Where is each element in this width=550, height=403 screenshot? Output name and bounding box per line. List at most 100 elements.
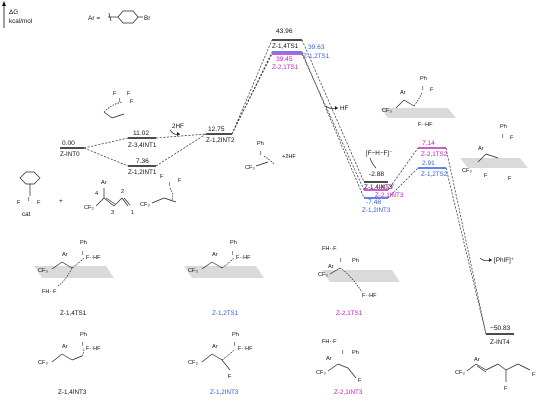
released-2hf: 2HF [169, 123, 184, 136]
ar-definition-label: Ar = [88, 15, 100, 22]
level-name: Z-1,4INT3 [364, 184, 393, 191]
svg-text:Ph: Ph [230, 240, 237, 246]
structure-z-1-4int3: Ph I F··HF Ar CF₃ Z-1,4INT3 [38, 332, 101, 396]
svg-text:Ph: Ph [500, 124, 507, 130]
level-value: -2.88 [369, 171, 384, 178]
int2-structure: Ph I +2HF CF₃ [245, 141, 296, 171]
svg-text:Ph: Ph [232, 332, 239, 338]
released-phif: [PhIF]⁺ [479, 257, 514, 264]
svg-text:F: F [430, 87, 434, 93]
level-value: 2.91 [422, 160, 435, 167]
level-name: Z-1,2TS1 [303, 53, 330, 60]
svg-text:FH··F: FH··F [42, 289, 57, 295]
level-z-3-4int1: 11.02 Z-3,4INT1 [128, 130, 157, 149]
level-name: Z-1,2INT3 [362, 207, 391, 214]
level-z-2-1ts2: 7.14 Z-2,1TS2 [418, 140, 448, 158]
level-z-1-2int3: -7.48 Z-1,2INT3 [362, 197, 391, 214]
level-value: 0.00 [62, 140, 75, 147]
ts1-product-sketch: Ph I F Ar CF₃ F··HF [380, 76, 456, 128]
svg-text:CF₃: CF₃ [382, 108, 392, 114]
svg-text:Ph: Ph [352, 258, 359, 264]
level-name: Z-2,1TS2 [421, 151, 448, 158]
level-name: Z-2,1TS1 [272, 64, 299, 71]
plus-sign: + [59, 198, 63, 205]
svg-text:CF₃: CF₃ [462, 168, 472, 174]
svg-text:Ar: Ar [62, 344, 68, 350]
svg-text:3: 3 [111, 210, 114, 216]
svg-text:I: I [340, 258, 342, 264]
svg-text:Ar: Ar [212, 344, 218, 350]
svg-text:CF₃: CF₃ [38, 360, 48, 366]
level-value: −50.83 [490, 325, 511, 332]
svg-text:CF₃: CF₃ [245, 165, 255, 171]
svg-text:I: I [28, 197, 30, 203]
int1-structure: F I F F [103, 91, 134, 119]
level-value: 11.02 [133, 130, 149, 137]
level-value: 43.96 [276, 28, 293, 35]
svg-text:2: 2 [121, 189, 124, 195]
level-z-1-2ts1: 39.63 Z-1,2TS1 [272, 44, 330, 60]
level-z-1-2int1: 7.36 Z-1,2INT1 [128, 158, 157, 176]
level-value: -4.77 [379, 184, 394, 191]
svg-text:[F−H−F]⁻: [F−H−F]⁻ [366, 150, 392, 157]
caption-z-1-2int3: Z-1,2INT3 [210, 389, 239, 396]
level-name: Z-2,1INT3 [375, 192, 404, 199]
level-z-1-4ts1: 43.96 Z-1,4TS1 [272, 28, 302, 50]
diene-substrate: CF₃ Ar 4 3 2 1 [84, 180, 134, 216]
svg-text:F: F [228, 374, 232, 380]
level-value: 39.63 [308, 44, 325, 51]
level-z-2-1int3: -4.77 Z-2,1INT3 [364, 184, 404, 199]
svg-text:F: F [113, 91, 117, 97]
svg-text:F: F [358, 378, 362, 384]
level-value: 12.75 [208, 126, 225, 133]
svg-text:I: I [232, 251, 234, 257]
level-name: Z-INT4 [490, 339, 510, 346]
svg-text:F: F [127, 91, 131, 97]
svg-text:I: I [260, 151, 262, 157]
structure-z-2-1int3: FH··F Ph I Ar CF₃ F Z-2,1INT3 [316, 339, 363, 396]
caption-z-1-4int3: Z-1,4INT3 [58, 389, 87, 396]
svg-text:F: F [17, 200, 21, 206]
svg-text:[PhIF]⁺: [PhIF]⁺ [494, 257, 514, 264]
level-value: -7.48 [366, 199, 381, 206]
svg-text:FH··F: FH··F [322, 246, 337, 252]
svg-text:CF₃: CF₃ [188, 268, 198, 274]
level-name: Z-1,4TS1 [272, 43, 299, 50]
svg-text:Ar: Ar [474, 357, 480, 363]
level-value: 39.45 [276, 56, 293, 63]
level-connectors [83, 39, 487, 335]
svg-text:F··HF: F··HF [238, 346, 253, 352]
svg-text:CF₃: CF₃ [318, 272, 328, 278]
level-z-1-2int2: 12.75 Z-1,2INT2 [206, 126, 235, 144]
caption-z-1-2ts1: Z-1,2TS1 [212, 310, 239, 317]
caption-z-2-1int3: Z-2,1INT3 [334, 389, 363, 396]
level-name: Z-1,2INT1 [128, 169, 157, 176]
svg-text:I: I [82, 251, 84, 257]
level-z-1-4int3: -2.88 Z-1,4INT3 [364, 171, 393, 191]
svg-text:Ph: Ph [80, 240, 87, 246]
structure-z-1-2int3: Ph I F··HF Ar CF₃ F Z-1,2INT3 [188, 332, 253, 396]
product-int4-structure: Ar CF₃ F F [455, 357, 536, 392]
catalyst-structure: I F F cat [17, 171, 41, 218]
svg-text:F: F [484, 173, 488, 179]
svg-text:I: I [502, 134, 504, 140]
svg-text:Ph: Ph [352, 350, 359, 356]
structure-z-1-2ts1: Ph I F··HF Ar CF₃ Z-1,2TS1 [184, 240, 264, 317]
axis-label-units: kcal/mol [9, 18, 32, 25]
released-fhf: [F−H−F]⁻ [366, 150, 392, 169]
svg-text:CF₃: CF₃ [188, 360, 198, 366]
svg-text:Ar: Ar [328, 264, 334, 270]
ar-bromo-label: Br [144, 15, 150, 22]
svg-text:F··HF: F··HF [418, 122, 433, 128]
svg-text:F: F [178, 178, 182, 184]
svg-text:Ar: Ar [212, 252, 218, 258]
svg-text:F: F [508, 176, 512, 182]
svg-text:FH··F: FH··F [322, 339, 337, 345]
svg-text:Ph: Ph [257, 141, 264, 147]
svg-text:Ar: Ar [101, 180, 107, 186]
axis-label-delta-g: ΔG [9, 9, 18, 16]
level-z-int4: −50.83 Z-INT4 [486, 325, 514, 346]
svg-text:F··HF: F··HF [86, 346, 101, 352]
energy-axis-arrowhead [2, 1, 6, 6]
